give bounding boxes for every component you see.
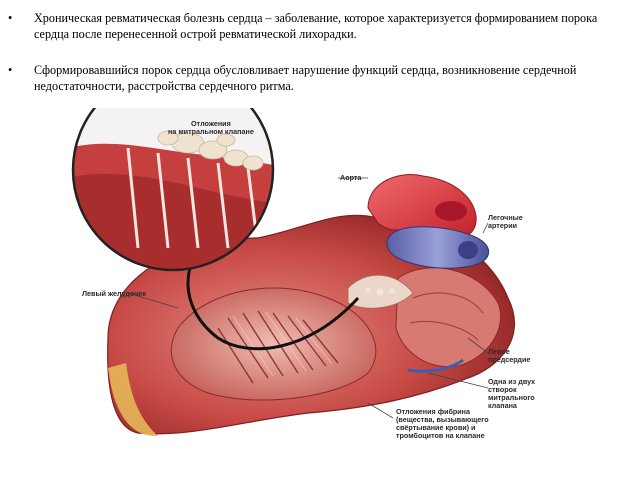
leader-lines	[127, 177, 489, 419]
label-pulmonary-arteries: Легочные артерии	[488, 213, 523, 230]
label-left-ventricle: Левый желудочек	[82, 289, 146, 298]
bullet-text: Хроническая ревматическая болезнь сердца…	[34, 11, 598, 41]
label-mitral-cusp: Одна из двух створок митрального клапана	[488, 377, 536, 410]
fat-tissue	[108, 363, 158, 437]
bullet-text: Сформировавшийся порок сердца обусловлив…	[34, 63, 577, 93]
ventricle-cavity	[170, 287, 377, 401]
label-left-atrium: Левое предсердие	[488, 347, 531, 364]
label-fibrin-deposits: Отложения фибрина (вещества, вызывающего…	[396, 407, 489, 440]
bullet-marker: •	[8, 63, 13, 77]
bullet-marker: •	[8, 11, 13, 25]
left-atrium	[395, 267, 502, 368]
heart-illustration: Отложения на митральном клапане Аорта Ле…	[68, 68, 568, 448]
label-inset-deposits: Отложения на митральном клапане	[168, 119, 254, 136]
label-aorta: Аорта	[340, 173, 362, 182]
